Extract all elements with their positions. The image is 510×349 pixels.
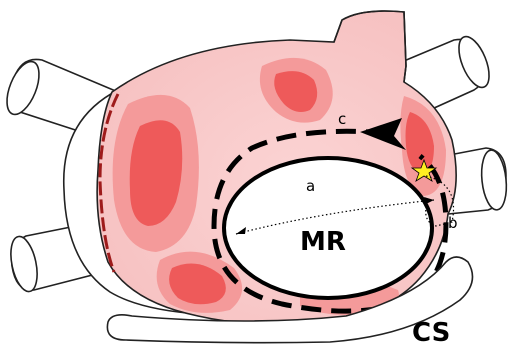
coronary-sinus-label: CS (412, 318, 450, 348)
dimension-b-label: b (448, 214, 458, 232)
lesion-left (113, 95, 199, 252)
dimension-c-label: c (338, 110, 346, 128)
mitral-ring-label: MR (300, 227, 346, 257)
dimension-a-label: a (306, 177, 315, 195)
